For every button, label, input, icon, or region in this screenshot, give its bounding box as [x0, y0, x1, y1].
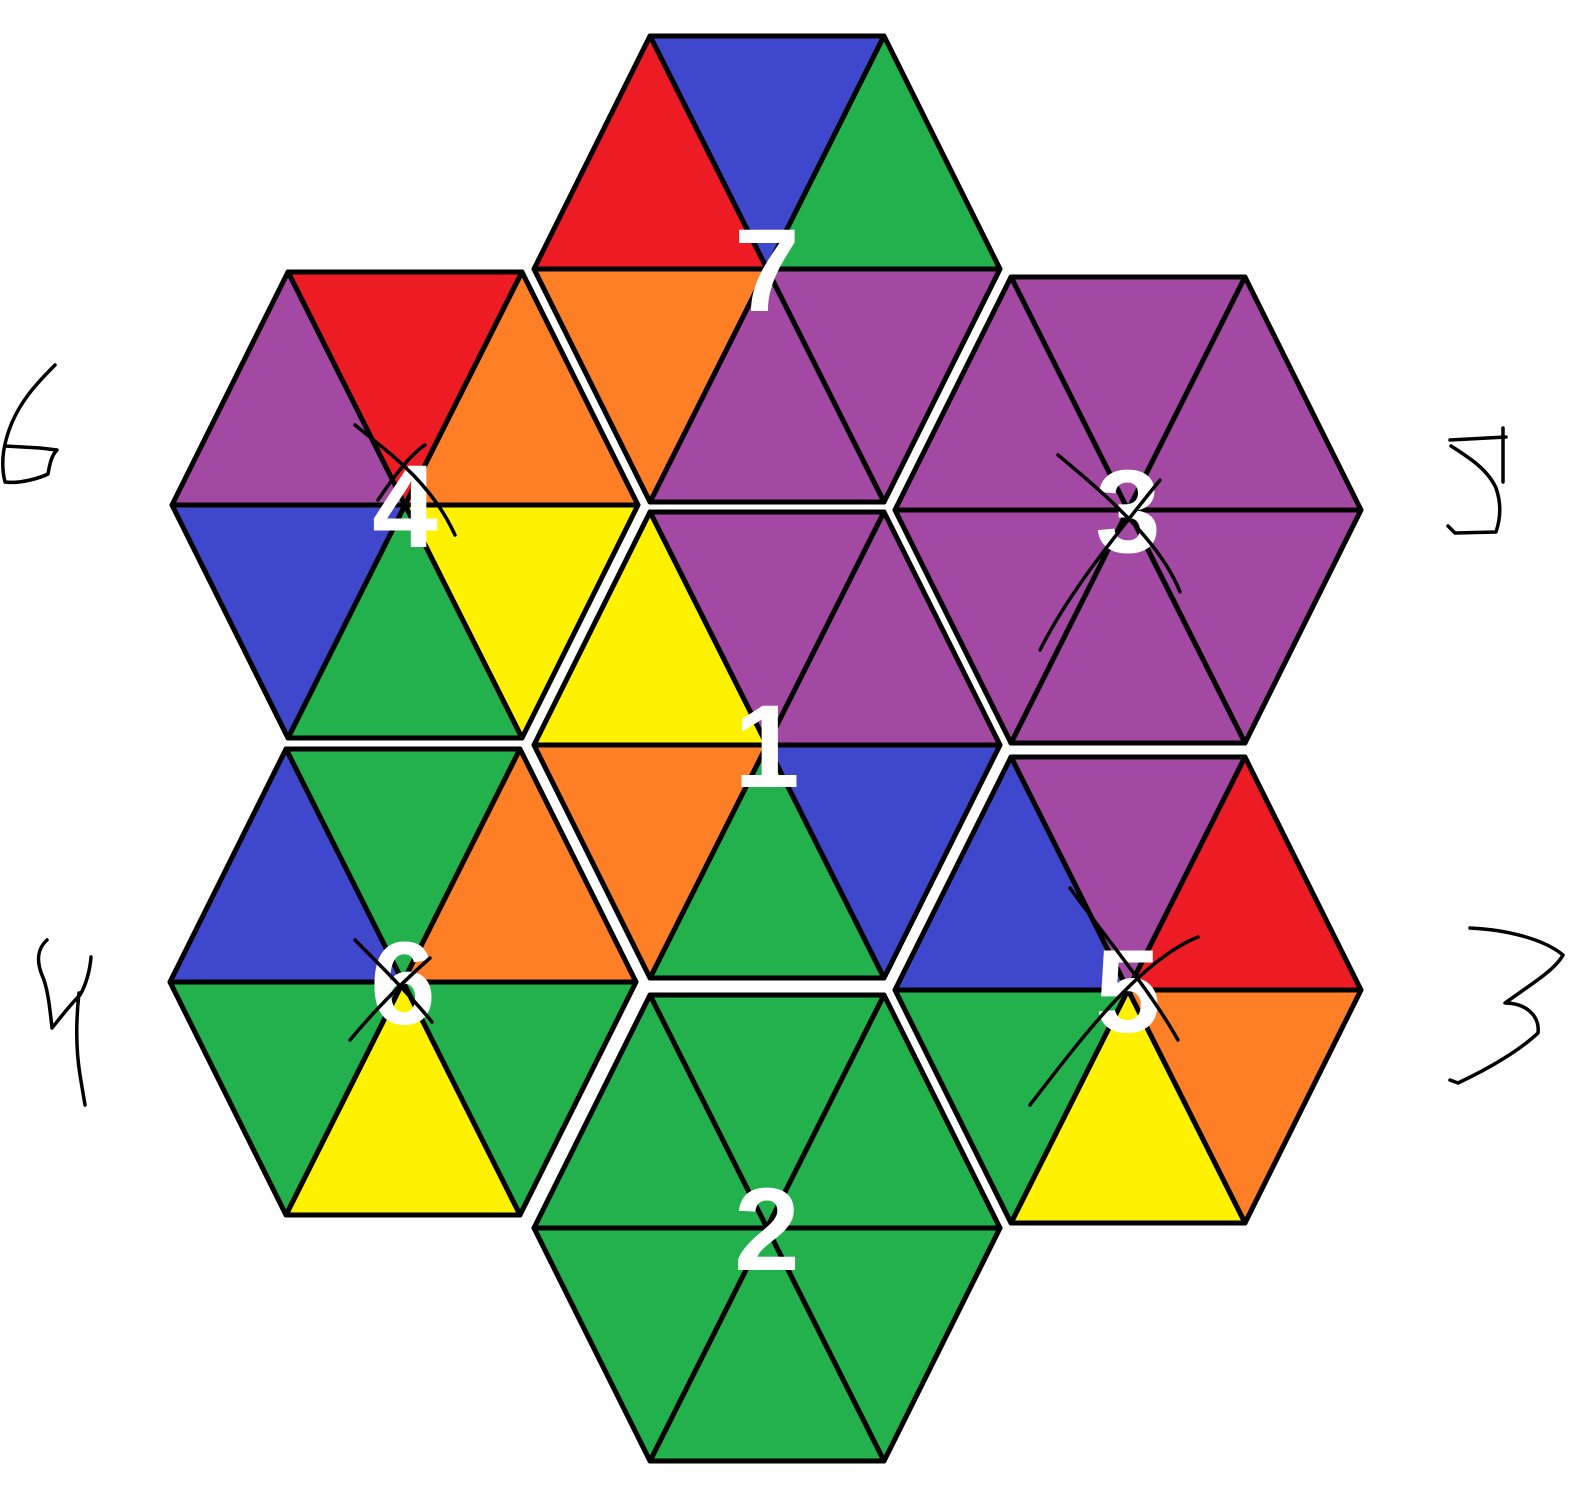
- hex-number-label: 1: [734, 681, 800, 813]
- cross-out-mark: [1056, 453, 1182, 594]
- handwritten-number-3: [1448, 926, 1565, 1085]
- hex-number-label: 2: [734, 1164, 800, 1296]
- hex-number-label: 5: [1095, 926, 1161, 1058]
- hex-number-label: 3: [1095, 446, 1161, 578]
- cross-out-mark: [353, 938, 434, 1024]
- triangle-upper-left-green: [531, 992, 770, 1231]
- handwritten-number-5: [1446, 426, 1508, 535]
- triangle-upper-left-red: [531, 33, 770, 272]
- handwritten-number-4: [36, 938, 93, 1107]
- hex-number-label: 4: [372, 441, 438, 573]
- triangle-upper-left-yellow: [531, 509, 770, 748]
- hex-tile-2: 2: [531, 992, 1003, 1464]
- hex-number-label: 7: [734, 205, 800, 337]
- cross-out-mark: [353, 423, 457, 537]
- cross-out-mark: [1028, 935, 1200, 1107]
- triangle-upper-left-blue: [167, 746, 406, 985]
- cross-out-mark: [1038, 478, 1162, 652]
- hex-tile-3: 3: [892, 274, 1364, 746]
- triangle-upper-left-purple: [892, 274, 1131, 513]
- hex-tile-5: 5: [892, 754, 1364, 1226]
- triangle-upper-left-purple: [169, 269, 408, 508]
- triangle-upper-left-blue: [892, 754, 1131, 993]
- hex-tile-6: 6: [167, 746, 639, 1218]
- cross-out-mark: [1068, 886, 1180, 1042]
- cross-out-mark: [348, 956, 432, 1042]
- hex-tile-1: 1: [531, 509, 1003, 981]
- cross-out-mark: [376, 443, 427, 502]
- hex-tile-7: 7: [531, 33, 1003, 505]
- handwritten-number-6: [1, 363, 59, 485]
- hex-tile-4: 4: [169, 269, 641, 741]
